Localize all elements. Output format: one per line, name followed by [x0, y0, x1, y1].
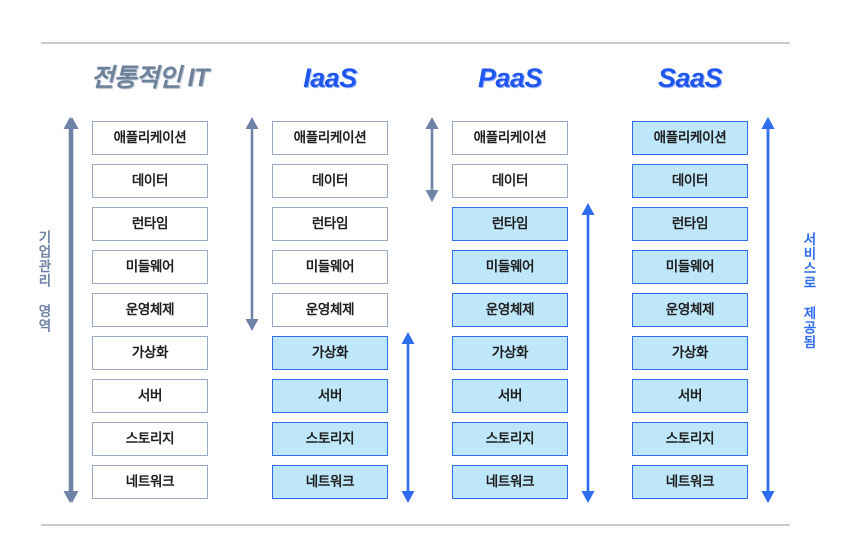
- stack-cell: 미들웨어: [452, 250, 568, 284]
- column-header-paas: PaaS: [477, 63, 543, 93]
- stack-cell: 런타임: [272, 207, 388, 241]
- managed-range-arrow-paas: [425, 117, 439, 202]
- stack-cell: 운영체제: [92, 293, 208, 327]
- right-axis-arrow: [761, 117, 775, 503]
- stack-cell: 스토리지: [92, 422, 208, 456]
- stack-cell: 운영체제: [452, 293, 568, 327]
- stack-cell: 애플리케이션: [92, 121, 208, 155]
- stack-cell: 스토리지: [632, 422, 748, 456]
- managed-range-arrow-iaas: [245, 117, 259, 331]
- stack-cell: 서버: [92, 379, 208, 413]
- stack-cell: 애플리케이션: [632, 121, 748, 155]
- stack-cell: 네트워크: [632, 465, 748, 499]
- stack-cell: 미들웨어: [92, 250, 208, 284]
- stack-cell: 데이터: [272, 164, 388, 198]
- stack-cell: 네트워크: [272, 465, 388, 499]
- stack-cell: 런타임: [632, 207, 748, 241]
- stack-cell: 스토리지: [452, 422, 568, 456]
- stack-cell: 미들웨어: [632, 250, 748, 284]
- column-header-iaas: IaaS: [303, 63, 357, 93]
- stack-cell: 서버: [632, 379, 748, 413]
- divider-top: [41, 42, 790, 44]
- managed-range-arrow-traditional-it: [65, 117, 79, 503]
- stack-cell: 데이터: [92, 164, 208, 198]
- stack-cell: 미들웨어: [272, 250, 388, 284]
- column-header-saas: SaaS: [657, 63, 723, 93]
- divider-bottom: [41, 524, 790, 526]
- stack-cell: 애플리케이션: [272, 121, 388, 155]
- stack-cell: 서버: [272, 379, 388, 413]
- column-header-traditional-it: 전통적인 IT: [91, 64, 209, 92]
- left-axis-arrow: [63, 117, 77, 503]
- right-axis-label: 서비스로 제공됨: [801, 232, 816, 350]
- stack-cell: 운영체제: [632, 293, 748, 327]
- service-range-arrow-paas: [581, 203, 595, 503]
- left-axis-label: 기업관리 영역: [36, 230, 51, 333]
- stack-cell: 가상화: [452, 336, 568, 370]
- stack-cell: 런타임: [92, 207, 208, 241]
- stack-cell: 네트워크: [92, 465, 208, 499]
- stack-cell: 서버: [452, 379, 568, 413]
- stack-cell: 스토리지: [272, 422, 388, 456]
- stack-cell: 네트워크: [452, 465, 568, 499]
- stack-cell: 가상화: [92, 336, 208, 370]
- stack-cell: 데이터: [632, 164, 748, 198]
- stack-cell: 가상화: [272, 336, 388, 370]
- service-range-arrow-iaas: [401, 332, 415, 503]
- stack-cell: 애플리케이션: [452, 121, 568, 155]
- stack-cell: 운영체제: [272, 293, 388, 327]
- stack-cell: 가상화: [632, 336, 748, 370]
- stack-cell: 데이터: [452, 164, 568, 198]
- stack-cell: 런타임: [452, 207, 568, 241]
